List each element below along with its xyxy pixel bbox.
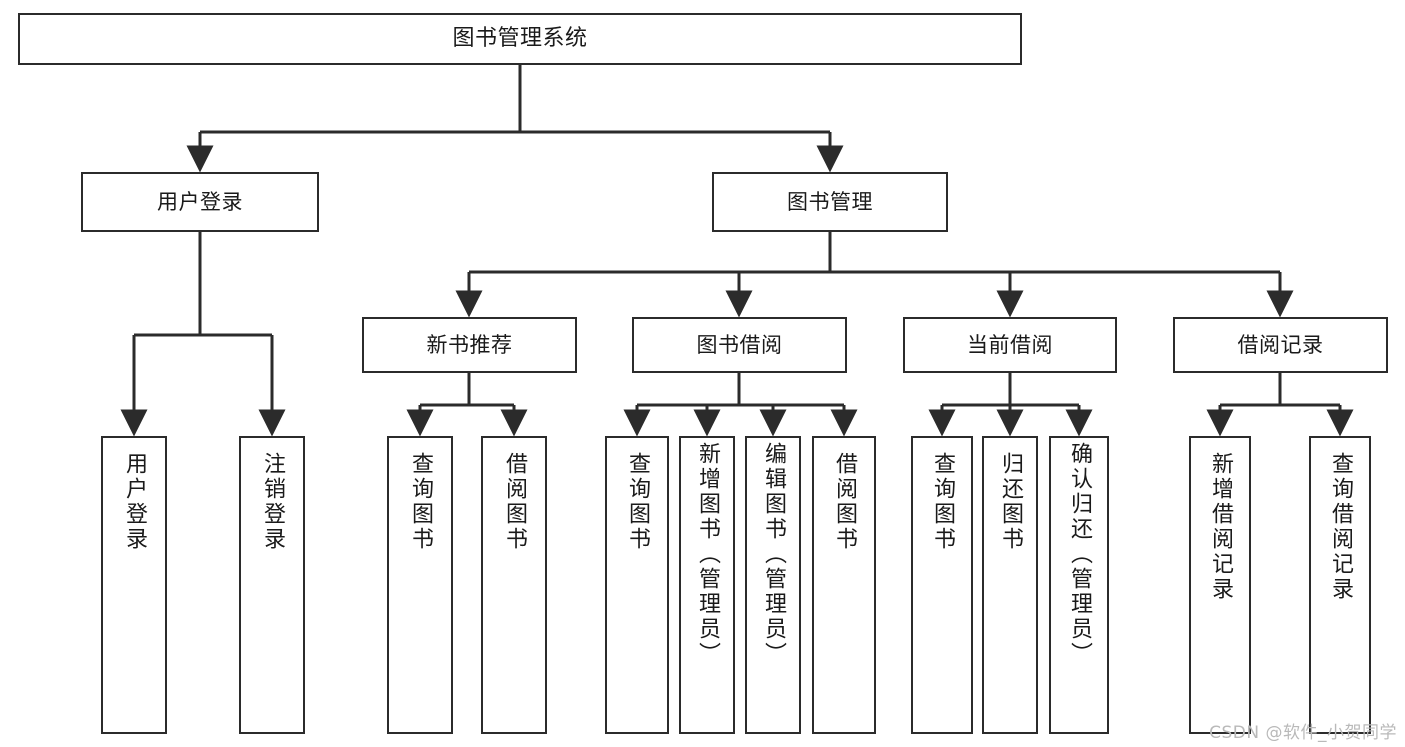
node-leaf-new-book-borrow-label: 借阅图书 [502, 452, 527, 552]
csdn-watermark: CSDN @软件_小贺同学 [1209, 723, 1397, 743]
node-leaf-current-query-book-label: 查询图书 [930, 452, 955, 552]
node-leaf-record-add-label: 新增借阅记录 [1208, 452, 1233, 602]
node-leaf-borrow-query-book-label: 查询图书 [625, 452, 650, 552]
node-leaf-user-login-signin[interactable]: 用户登录 [101, 436, 167, 734]
node-leaf-user-login-signout-label: 注销登录 [260, 452, 285, 552]
node-new-book-recommend-label: 新书推荐 [426, 332, 513, 357]
node-current-borrow[interactable]: 当前借阅 [903, 317, 1117, 373]
node-leaf-user-login-signin-label: 用户登录 [122, 452, 147, 552]
node-book-borrow[interactable]: 图书借阅 [632, 317, 847, 373]
node-book-management-label: 图书管理 [787, 189, 873, 214]
node-leaf-current-confirm-return[interactable]: 确认归还（管理员） [1049, 436, 1109, 734]
node-leaf-new-book-borrow[interactable]: 借阅图书 [481, 436, 547, 734]
node-leaf-borrow-borrow-book[interactable]: 借阅图书 [812, 436, 876, 734]
node-new-book-recommend[interactable]: 新书推荐 [362, 317, 577, 373]
node-current-borrow-label: 当前借阅 [967, 332, 1053, 357]
node-leaf-record-query-label: 查询借阅记录 [1328, 452, 1353, 602]
node-root-system-label: 图书管理系统 [452, 26, 588, 52]
node-root-system[interactable]: 图书管理系统 [18, 13, 1022, 65]
node-leaf-user-login-signout[interactable]: 注销登录 [239, 436, 305, 734]
node-book-borrow-label: 图书借阅 [696, 332, 783, 357]
node-borrow-record-label: 借阅记录 [1237, 332, 1324, 357]
node-leaf-borrow-edit-book[interactable]: 编辑图书（管理员） [745, 436, 801, 734]
node-leaf-current-return-book-label: 归还图书 [998, 452, 1023, 552]
node-leaf-borrow-query-book[interactable]: 查询图书 [605, 436, 669, 734]
node-leaf-borrow-add-book[interactable]: 新增图书（管理员） [679, 436, 735, 734]
node-user-login[interactable]: 用户登录 [81, 172, 319, 232]
node-user-login-label: 用户登录 [157, 189, 243, 214]
node-leaf-current-confirm-return-label: 确认归还（管理员） [1067, 442, 1092, 667]
node-leaf-borrow-add-book-label: 新增图书（管理员） [695, 442, 720, 667]
node-book-management[interactable]: 图书管理 [712, 172, 948, 232]
node-leaf-record-query[interactable]: 查询借阅记录 [1309, 436, 1371, 734]
node-leaf-record-add[interactable]: 新增借阅记录 [1189, 436, 1251, 734]
node-leaf-new-book-query[interactable]: 查询图书 [387, 436, 453, 734]
node-leaf-new-book-query-label: 查询图书 [408, 452, 433, 552]
node-leaf-borrow-edit-book-label: 编辑图书（管理员） [761, 442, 786, 667]
node-leaf-borrow-borrow-book-label: 借阅图书 [832, 452, 857, 552]
node-borrow-record[interactable]: 借阅记录 [1173, 317, 1388, 373]
node-leaf-current-return-book[interactable]: 归还图书 [982, 436, 1038, 734]
node-leaf-current-query-book[interactable]: 查询图书 [911, 436, 973, 734]
